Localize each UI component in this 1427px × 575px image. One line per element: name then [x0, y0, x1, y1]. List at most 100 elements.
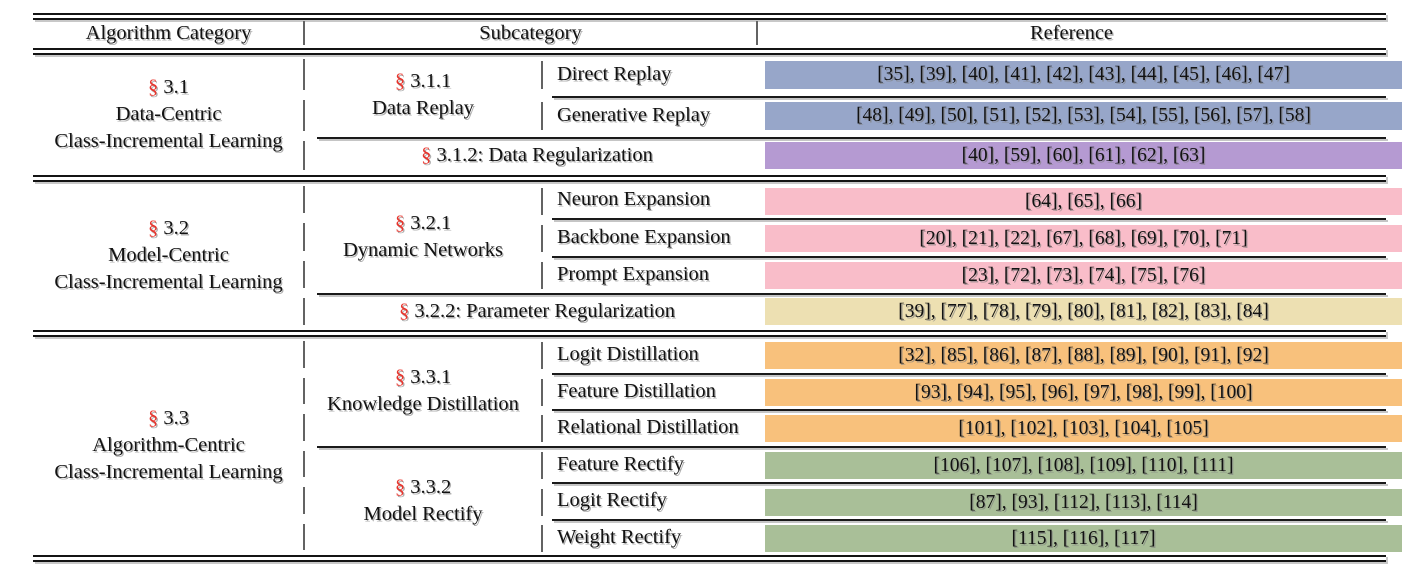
section-mark: §: [394, 475, 406, 498]
reference-list: [23], [72], [73], [74], [75], [76]: [961, 264, 1206, 286]
subcategory-weight-rectify: Weight Rectify: [557, 525, 682, 548]
column-divider-tick: [303, 298, 305, 325]
group-number-line: § 3.1.1: [304, 68, 542, 95]
subcategory-generative-replay: Generative Replay: [557, 104, 711, 126]
category-name-line: Algorithm-Centric: [92, 434, 245, 456]
group-3-1-1: § 3.1.1 Data Replay: [304, 54, 542, 136]
reference-list: [35], [39], [40], [41], [42], [43], [44]…: [877, 64, 1290, 85]
column-divider-tick: [303, 524, 305, 550]
category-number: 3.2: [163, 217, 189, 239]
table-bottom-rule: [33, 555, 1386, 562]
subcategory-feature-distillation: Feature Distillation: [557, 379, 716, 402]
section-mark: §: [148, 407, 159, 429]
subcategory-logit-distillation: Logit Distillation: [557, 343, 699, 365]
subcategory-logit-rectify: Logit Rectify: [557, 489, 667, 511]
reference-bar-relational-distillation: [101], [102], [103], [104], [105]: [765, 415, 1402, 442]
row-separator: [317, 293, 1386, 295]
reference-bar-feature-rectify: [106], [107], [108], [109], [110], [111]: [765, 452, 1402, 479]
reference-list: [87], [93], [112], [113], [114]: [969, 491, 1198, 513]
section-mark: §: [421, 144, 432, 166]
reference-bar-neuron-expansion: [64], [65], [66]: [765, 188, 1402, 215]
reference-list: [93], [94], [95], [96], [97], [98], [99]…: [914, 381, 1253, 403]
group-number: 3.3.2: [410, 475, 452, 498]
category-name-line: Class-Incremental Learning: [54, 130, 283, 152]
subcategory-direct-replay: Direct Replay: [557, 63, 672, 85]
reference-list: [40], [59], [60], [61], [62], [63]: [961, 144, 1206, 166]
section-mark: §: [148, 76, 159, 98]
subcategory-feature-rectify: Feature Rectify: [557, 452, 684, 475]
header-subcategory: Subcategory: [479, 22, 582, 44]
subcategory-neuron-expansion: Neuron Expansion: [557, 188, 711, 210]
section-mark: §: [398, 300, 410, 322]
group-number-line: § 3.2.1: [304, 210, 542, 237]
column-divider-tick: [303, 341, 305, 368]
header-reference: Reference: [1029, 22, 1114, 44]
column-divider-tick: [541, 225, 543, 252]
group-number: 3.3.1: [410, 366, 452, 388]
reference-bar-direct-replay: [35], [39], [40], [41], [42], [43], [44]…: [765, 61, 1402, 89]
column-divider-tick: [303, 141, 305, 170]
column-divider-tick: [541, 525, 543, 552]
subcategory-data-regularization: § 3.1.2: Data Regularization: [317, 136, 757, 175]
reference-bar-logit-rectify: [87], [93], [112], [113], [114]: [765, 489, 1402, 516]
section-mark: §: [394, 212, 406, 234]
column-divider-tick: [303, 378, 305, 404]
section-divider-rule-1: [33, 175, 1386, 182]
reference-list: [101], [102], [103], [104], [105]: [958, 417, 1209, 439]
row-separator: [552, 519, 1386, 521]
subcategory-backbone-expansion: Backbone Expansion: [557, 225, 731, 248]
group-number-line: § 3.3.1: [304, 364, 542, 391]
column-divider-tick: [303, 487, 305, 514]
reference-bar-parameter-regularization: [39], [77], [78], [79], [80], [81], [82]…: [765, 298, 1402, 325]
column-divider-tick: [303, 100, 305, 131]
group-name-line: Knowledge Distillation: [327, 393, 519, 415]
group-3-2-1: § 3.2.1 Dynamic Networks: [304, 181, 542, 293]
span-row-label: 3.2.2: Parameter Regularization: [414, 300, 676, 322]
row-separator: [552, 409, 1386, 411]
column-divider-tick: [303, 261, 305, 288]
header-algorithm-category: Algorithm Category: [85, 22, 252, 44]
group-name-line: Data Replay: [372, 97, 474, 119]
column-divider-tick: [303, 186, 305, 213]
category-number-line: § 3.3: [33, 405, 304, 432]
group-number: 3.2.1: [410, 212, 452, 234]
category-3-3: § 3.3 Algorithm-Centric Class-Incrementa…: [33, 336, 304, 555]
reference-bar-logit-distillation: [32], [85], [86], [87], [88], [89], [90]…: [765, 342, 1402, 369]
table-top-rule: [33, 13, 1386, 20]
row-separator: [552, 218, 1386, 220]
column-divider-tick: [541, 102, 543, 130]
reference-bar-generative-replay: [48], [49], [50], [51], [52], [53], [54]…: [765, 102, 1402, 130]
reference-list: [20], [21], [22], [67], [68], [69], [70]…: [919, 227, 1248, 249]
category-name-line: Class-Incremental Learning: [54, 271, 283, 293]
reference-list: [39], [77], [78], [79], [80], [81], [82]…: [898, 300, 1269, 322]
group-number-line: § 3.3.2: [304, 474, 542, 501]
row-separator: [552, 373, 1386, 375]
subcategory-relational-distillation: Relational Distillation: [557, 416, 739, 438]
category-number-line: § 3.2: [33, 215, 304, 242]
column-divider-tick: [303, 451, 305, 477]
column-divider-tick: [303, 223, 305, 251]
row-separator: [552, 482, 1386, 484]
reference-list: [106], [107], [108], [109], [110], [111]: [933, 454, 1234, 476]
reference-bar-weight-rectify: [115], [116], [117]: [765, 525, 1402, 552]
column-divider-tick: [541, 61, 543, 89]
column-divider-tick: [541, 188, 543, 215]
group-name-line: Dynamic Networks: [343, 239, 503, 261]
group-name-line: Model Rectify: [363, 502, 483, 525]
reference-list: [48], [49], [50], [51], [52], [53], [54]…: [856, 105, 1311, 126]
reference-list: [115], [116], [117]: [1011, 527, 1156, 549]
column-divider-tick: [541, 452, 543, 479]
subcategory-parameter-regularization: § 3.2.2: Parameter Regularization: [317, 293, 757, 330]
reference-bar-data-regularization: [40], [59], [60], [61], [62], [63]: [765, 142, 1402, 169]
reference-bar-prompt-expansion: [23], [72], [73], [74], [75], [76]: [765, 262, 1402, 289]
category-number: 3.1: [163, 76, 189, 98]
category-name-line: Data-Centric: [115, 103, 222, 125]
row-separator: [317, 137, 1386, 139]
reference-bar-feature-distillation: [93], [94], [95], [96], [97], [98], [99]…: [765, 379, 1402, 406]
category-name-line: Class-Incremental Learning: [54, 461, 283, 483]
section-mark: §: [148, 217, 159, 239]
section-mark: §: [394, 366, 406, 388]
section-mark: §: [394, 70, 406, 92]
category-number-line: § 3.1: [33, 74, 304, 101]
